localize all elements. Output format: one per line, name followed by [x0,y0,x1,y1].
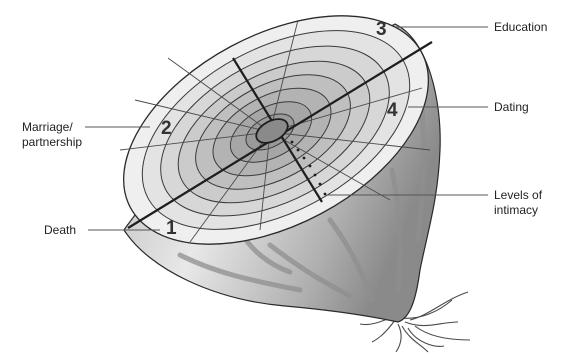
label-dating: Dating [494,100,529,115]
stage-number-3: 3 [376,20,387,40]
stage-number-4: 4 [387,101,398,121]
label-marriage: Marriage/ partnership [22,120,82,150]
stage-number-2: 2 [161,119,172,139]
label-death: Death [44,223,76,238]
stage-number-1: 1 [166,219,177,239]
label-levels-of-intimacy: Levels of intimacy [494,188,542,218]
label-education: Education [494,20,547,35]
